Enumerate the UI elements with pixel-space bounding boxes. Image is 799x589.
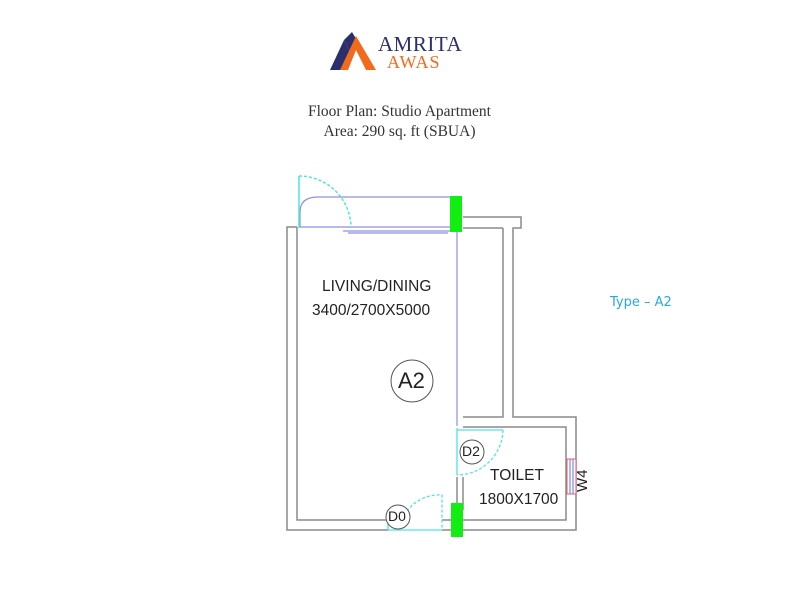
- room-dims-living: 3400/2700X5000: [312, 302, 431, 319]
- balcony-door: [298, 175, 352, 229]
- unit-tag: A2: [398, 368, 425, 393]
- d2-tag-circle: [459, 439, 485, 465]
- column-bottom: [451, 503, 463, 537]
- door-tag-d0: D0: [388, 508, 406, 524]
- d0-tag-circle: [385, 504, 411, 530]
- column-top: [450, 196, 462, 232]
- window-tag-w4: W4: [574, 469, 591, 493]
- type-label: Type – A2: [610, 295, 672, 310]
- brand-logo: AMRITA AWAS: [330, 30, 480, 74]
- walls: [286, 216, 577, 531]
- brand-name: AMRITA: [378, 32, 463, 56]
- door-d2[interactable]: [456, 428, 504, 476]
- room-name-living: LIVING/DINING: [322, 278, 432, 295]
- window-w4: [566, 458, 577, 495]
- plan-area: Area: 290 sq. ft (SBUA): [323, 123, 476, 140]
- unit-tag-circle: [390, 359, 434, 403]
- door-tag-d2: D2: [462, 443, 480, 459]
- balcony-glazing: [299, 196, 450, 234]
- brand-subname: AWAS: [387, 52, 441, 72]
- room-dims-toilet: 1800X1700: [479, 491, 559, 508]
- plan-title: Floor Plan: Studio Apartment: [308, 103, 491, 120]
- mountain-logo-icon: [330, 32, 376, 70]
- room-name-toilet: TOILET: [490, 467, 544, 484]
